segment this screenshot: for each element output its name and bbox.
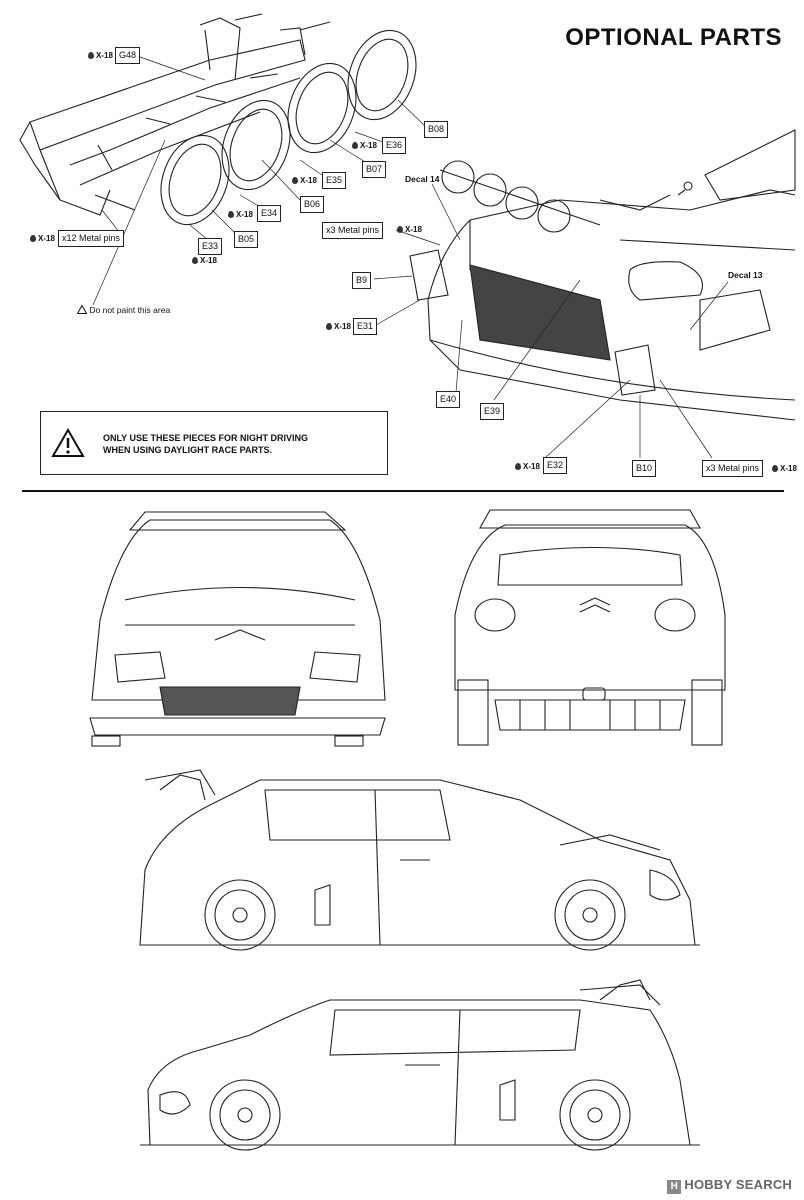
section-divider [22,490,784,492]
warning-triangle-icon [77,305,87,314]
callout-e34: E34 [257,205,282,222]
paint-callout-pins3-top: X-18 [397,224,422,235]
callout-metal-pins-3-bottom: x3 Metal pins [702,460,764,477]
paint-callout-e34: X-18 [228,209,253,220]
warning-text: ONLY USE THESE PIECES FOR NIGHT DRIVING … [103,433,309,455]
paint-callout-pins3-bottom: X-18 [772,463,797,474]
paint-drop-icon [228,211,234,218]
paint-callout-e36: X-18 [352,140,377,151]
hobby-search-logo: H [667,1180,682,1194]
warning-triangle-icon [51,428,85,457]
callout-e31: E31 [353,318,378,335]
car-side-view-left [140,979,700,1151]
paint-callout-pins12: X-18 [30,233,55,244]
callout-decal-14: Decal 14 [405,174,440,184]
callout-b05: B05 [234,231,259,248]
callout-e32: E32 [543,457,568,474]
light-pod-assembly [19,13,426,306]
paint-callout-e33: X-18 [192,255,217,266]
paint-drop-icon [772,465,778,472]
car-side-view-right [139,769,700,951]
paint-drop-icon [397,226,403,233]
callout-b08: B08 [424,121,449,138]
callout-b9: B9 [352,272,372,289]
callout-b10: B10 [632,460,657,477]
paint-callout-g48: X-18 [88,50,113,61]
paint-drop-icon [352,142,358,149]
callout-e36: E36 [382,137,407,154]
callout-g48: G48 [115,47,141,64]
night-driving-warning: ONLY USE THESE PIECES FOR NIGHT DRIVING … [40,411,388,475]
paint-callout-e32: X-18 [515,461,540,472]
do-not-paint-note: Do not paint this area [77,305,170,315]
paint-drop-icon [30,235,36,242]
paint-drop-icon [326,323,332,330]
paint-callout-e31: X-18 [326,321,351,332]
callout-e39: E39 [480,403,505,420]
callout-e33: E33 [198,238,223,255]
paint-drop-icon [292,177,298,184]
car-front-corner-detail [373,129,796,459]
callout-b07: B07 [362,161,387,178]
paint-drop-icon [515,463,521,470]
callout-b06: B06 [300,196,325,213]
paint-callout-e35: X-18 [292,175,317,186]
callout-decal-13: Decal 13 [728,270,763,280]
car-rear-view [454,509,726,746]
callout-metal-pins-12: x12 Metal pins [58,230,125,247]
callout-e40: E40 [436,391,461,408]
paint-drop-icon [88,52,94,59]
page-title: OPTIONAL PARTS [565,24,782,51]
callout-metal-pins-3-top: x3 Metal pins [322,222,384,239]
callout-e35: E35 [322,172,347,189]
paint-drop-icon [192,257,198,264]
car-front-view [89,511,386,747]
